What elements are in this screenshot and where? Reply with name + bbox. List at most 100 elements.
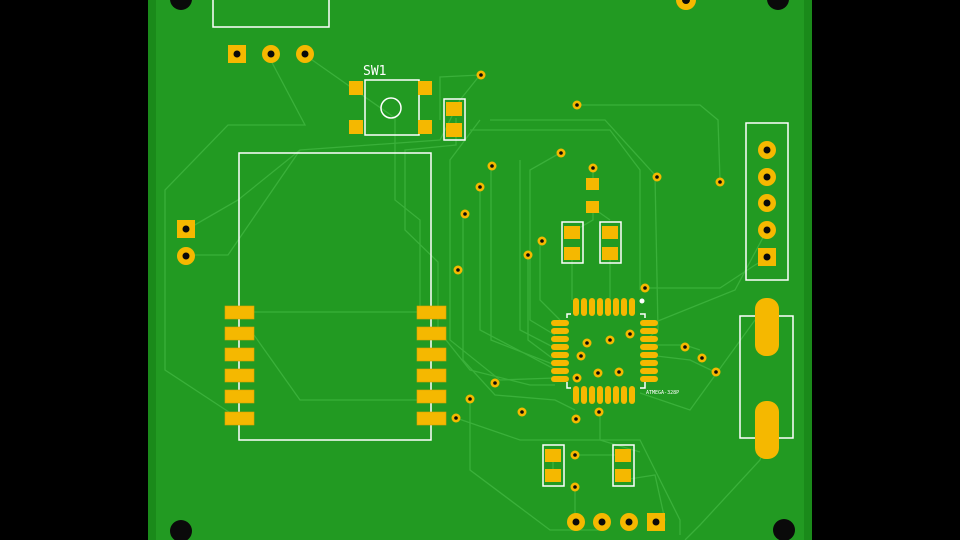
via [576,351,586,361]
trace [394,118,421,310]
smd-pad [416,305,447,320]
mcu-pin [551,328,569,334]
drill-hole [233,50,241,58]
jack-pad [755,298,779,356]
smd-pad [416,389,447,404]
trace [647,229,768,326]
via [711,367,721,377]
silk-pin1-marker [639,298,645,304]
trace [527,255,553,359]
via [614,367,624,377]
silk-mcu-corner [640,313,646,318]
via [487,161,497,171]
passive-pads [446,102,631,482]
mcu-pin [640,360,658,366]
mcu-pin [573,386,579,404]
trace [647,354,716,373]
mcu-pin [640,344,658,350]
mounting-hole [170,0,192,10]
smd-pad [416,368,447,383]
smd-pad [564,247,580,260]
smd-pad [418,120,432,134]
trace [519,160,556,349]
via [570,482,580,492]
trace [185,149,301,231]
via [652,172,662,182]
trace [164,54,307,419]
mcu-pin [589,386,595,404]
drill-hole [652,518,660,526]
silk-resistor-outline [561,221,584,264]
smd-pad [545,449,561,462]
smd-pad [586,201,599,213]
silk-resistor-outline [599,221,622,264]
drill-hole [182,225,190,233]
drill-hole [598,518,606,526]
via [572,100,582,110]
smd-pad [446,102,462,116]
drill-hole [682,0,690,4]
smd-pad [602,247,618,260]
mcu-pin [629,386,635,404]
mcu-pin [605,298,611,316]
via [475,182,485,192]
via [594,407,604,417]
smd-pad [224,347,255,362]
mcu-pin [640,336,658,342]
smd-pad [446,123,462,137]
drill-hole [625,518,633,526]
trace [455,417,681,535]
switch-pads [349,81,432,134]
mounting-hole [170,520,192,540]
mcu-pin [551,352,569,358]
via [571,414,581,424]
smd-pad [615,449,631,462]
mcu-pin [640,320,658,326]
silk-cap-outline [542,444,565,487]
via [476,70,486,80]
drill-hole [267,50,275,58]
module-pads [224,305,447,426]
mounting-hole [773,519,795,540]
silk-mcu-corner [640,382,646,389]
smd-pad [615,469,631,482]
silk-module-outline [238,152,432,441]
mcu-pin [597,386,603,404]
drill-hole [763,199,771,207]
smd-pad [224,305,255,320]
silk-cap-outline [612,444,635,487]
via [451,413,461,423]
trace [462,214,576,411]
smd-pad [224,326,255,341]
mcu-pin [621,386,627,404]
via [517,407,527,417]
trace [449,119,556,381]
drill-hole [763,226,771,234]
trace [479,187,561,373]
via [556,148,566,158]
mcu-pin [640,328,658,334]
via [715,177,725,187]
via [465,394,475,404]
via [593,368,603,378]
mcu-pin [551,336,569,342]
smd-pad [416,326,447,341]
trace [577,104,721,181]
mcu-pin [605,386,611,404]
via [453,265,463,275]
drill-hole [763,146,771,154]
drill-hole [182,252,190,260]
via [490,378,500,388]
trace [186,74,481,256]
jack-pad [755,401,779,459]
mcu-pin [581,386,587,404]
mcu-pin [613,386,619,404]
smd-pad [224,389,255,404]
via [697,353,707,363]
trace [599,410,641,453]
mcu-pin [551,376,569,382]
silk-header-outline [745,122,789,281]
smd-pad [602,226,618,239]
mcu-pin [629,298,635,316]
